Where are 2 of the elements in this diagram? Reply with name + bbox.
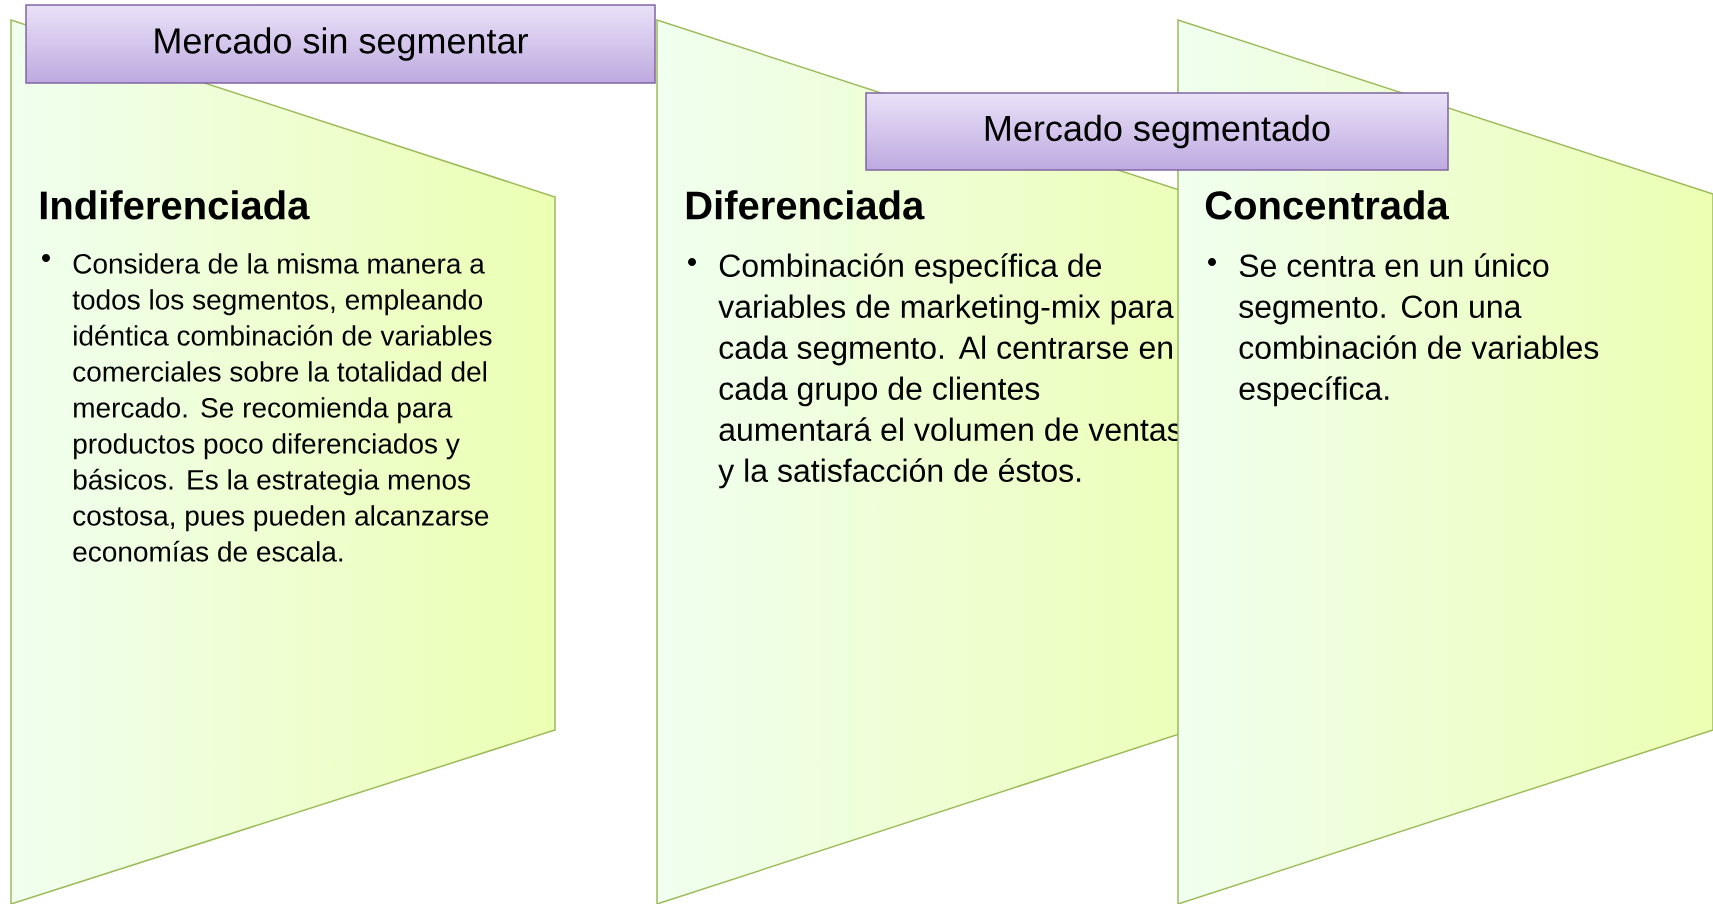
header-box: Mercado sin segmentar — [25, 4, 656, 84]
header-box: Mercado segmentado — [865, 92, 1449, 171]
